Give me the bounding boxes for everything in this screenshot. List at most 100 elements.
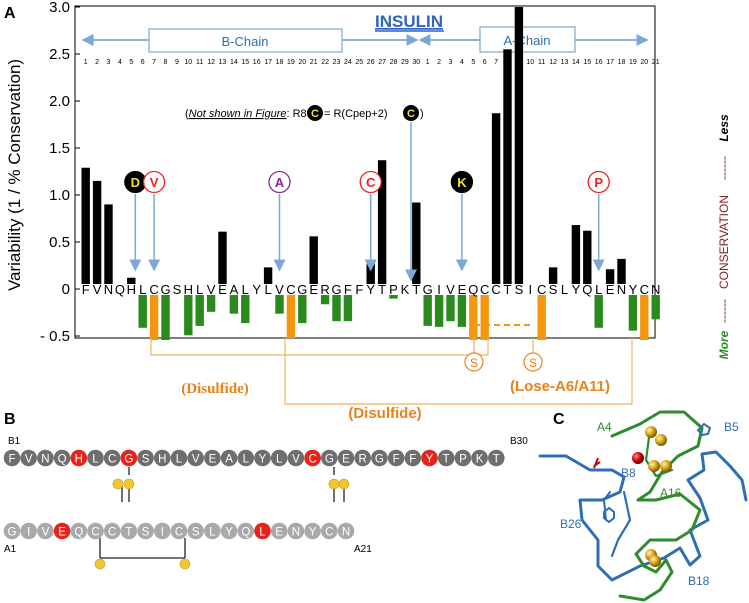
y-tick-label: 2.0 xyxy=(49,93,70,110)
b-chain-residue-letter: H xyxy=(75,454,83,466)
b-chain-residue-circle xyxy=(204,449,221,467)
a-chain-residue-circle xyxy=(87,522,104,540)
a-chain-residue-letter: L xyxy=(209,527,216,539)
sequence-letter: V xyxy=(207,282,216,297)
b-chain-residue-circle xyxy=(371,449,388,467)
b-chain-residue-circle xyxy=(237,449,255,467)
sequence-letter: Q xyxy=(468,282,478,297)
sequence-letter: F xyxy=(82,282,90,297)
a-chain-residue-letter: V xyxy=(42,527,50,539)
svg-text:(Not shown in Figure: R89: (Not shown in Figure: R89 xyxy=(185,108,313,120)
residue-number: 4 xyxy=(118,59,122,66)
b-chain-residue-letter: L xyxy=(243,454,250,466)
y-axis-ticks: 3.02.52.01.51.00.50- 0.5 xyxy=(40,0,80,345)
residue-number: 19 xyxy=(629,59,637,66)
a-chain-residue-letter: C xyxy=(325,527,333,539)
sequence-letter: P xyxy=(389,282,398,297)
b-chain-residue-letter: L xyxy=(176,454,183,466)
note-close: ) xyxy=(420,108,424,120)
sequence-letter: Y xyxy=(572,282,581,297)
sequence-letter: L xyxy=(139,282,146,297)
sequence-letter: H xyxy=(127,282,136,297)
bar xyxy=(229,295,239,314)
sequence-letter: C xyxy=(640,282,649,297)
sequence-letter: H xyxy=(184,282,193,297)
bar xyxy=(309,236,318,284)
note-part1: : R89 xyxy=(287,108,313,120)
b-chain-residue-circle xyxy=(254,449,271,467)
label-b26: B26 xyxy=(560,517,582,531)
residue-number: 11 xyxy=(196,59,203,66)
panel-b-sulfur-dots xyxy=(94,478,350,570)
sequence-letter: C xyxy=(286,282,295,297)
sequence-letter: V xyxy=(446,282,455,297)
b-chain-residue-letter: A xyxy=(225,454,233,466)
a-chain-residue-letter: C xyxy=(108,527,116,539)
panel-b-bonds xyxy=(99,467,345,559)
conservation-more: More xyxy=(717,330,731,359)
bar xyxy=(320,295,330,305)
bar xyxy=(548,267,558,284)
a-chain-residue-letter: C xyxy=(175,527,183,539)
conservation-dashes-bottom: ------ xyxy=(717,299,731,323)
bar xyxy=(241,295,250,324)
b-chain-residue-circle xyxy=(354,449,372,467)
sequence-letter: N xyxy=(617,282,626,297)
y-axis-label: Variability (1 / % Conservation) xyxy=(5,59,24,291)
a-chain-residue-circle xyxy=(270,522,288,540)
b-chain-residue-circle xyxy=(421,449,438,467)
residue-number: 6 xyxy=(141,59,145,66)
bar xyxy=(605,269,615,284)
sequence-letter: Q xyxy=(115,282,125,297)
bar xyxy=(594,295,603,328)
b-chain-residue-circle xyxy=(3,449,21,467)
sequence-letter: R xyxy=(320,282,329,297)
b-chain-residue-circle xyxy=(37,449,54,467)
bar xyxy=(184,295,193,336)
b-chain-residue-letter: N xyxy=(41,454,49,466)
b-chain-residue-letter: Q xyxy=(58,454,67,466)
b-chain-residue-letter: L xyxy=(276,454,283,466)
sequence-letter: T xyxy=(504,282,512,297)
a-chain-residue-letter: Y xyxy=(309,527,317,539)
bar xyxy=(491,113,501,284)
note-cys-letter-1: C xyxy=(311,108,319,120)
sequence-letter: E xyxy=(606,282,615,297)
residue-number: 5 xyxy=(129,59,133,66)
residue-number: 17 xyxy=(264,59,272,66)
residue-number: 27 xyxy=(378,59,386,66)
sequence-letter: C xyxy=(149,282,158,297)
residue-number: 25 xyxy=(355,59,363,66)
mutation-letter: P xyxy=(594,175,603,190)
bar xyxy=(503,49,512,284)
b-chain-residue-letter: K xyxy=(476,454,484,466)
a-chain-box xyxy=(479,26,576,53)
panel-c-label: C xyxy=(553,411,565,428)
bar xyxy=(195,295,204,326)
a-chain-residue-circle xyxy=(220,522,238,540)
sequence-letter: L xyxy=(264,282,271,297)
label-a4: A4 xyxy=(597,420,612,434)
residue-number: 7 xyxy=(152,59,156,66)
a-chain-residue-letter: N xyxy=(292,527,300,539)
residue-number: 20 xyxy=(640,59,648,66)
b-chain-residue-letter: F xyxy=(8,454,15,466)
a-chain-residue-letter: Q xyxy=(74,527,83,539)
residue-number: 30 xyxy=(412,59,420,66)
a-chain-residue-letter: N xyxy=(342,527,350,539)
mutation-circle xyxy=(587,170,610,194)
a-chain-residue-letter: I xyxy=(27,527,30,539)
sequence-letter: G xyxy=(160,282,170,297)
b-chain-residue-letter: E xyxy=(209,454,217,466)
y-tick-label: - 0.5 xyxy=(40,328,70,345)
residue-number: 16 xyxy=(253,59,261,66)
y-tick-label: 1.0 xyxy=(49,187,70,204)
sequence-letter: Q xyxy=(582,282,592,297)
a-chain-residue-circle xyxy=(204,522,221,540)
b-chain-residue-letter: V xyxy=(25,454,33,466)
a-chain-end: A21 xyxy=(354,544,372,555)
sequence-letter: K xyxy=(401,282,410,297)
b-chain-residue-letter: S xyxy=(142,454,150,466)
residue-number: 22 xyxy=(321,59,329,66)
